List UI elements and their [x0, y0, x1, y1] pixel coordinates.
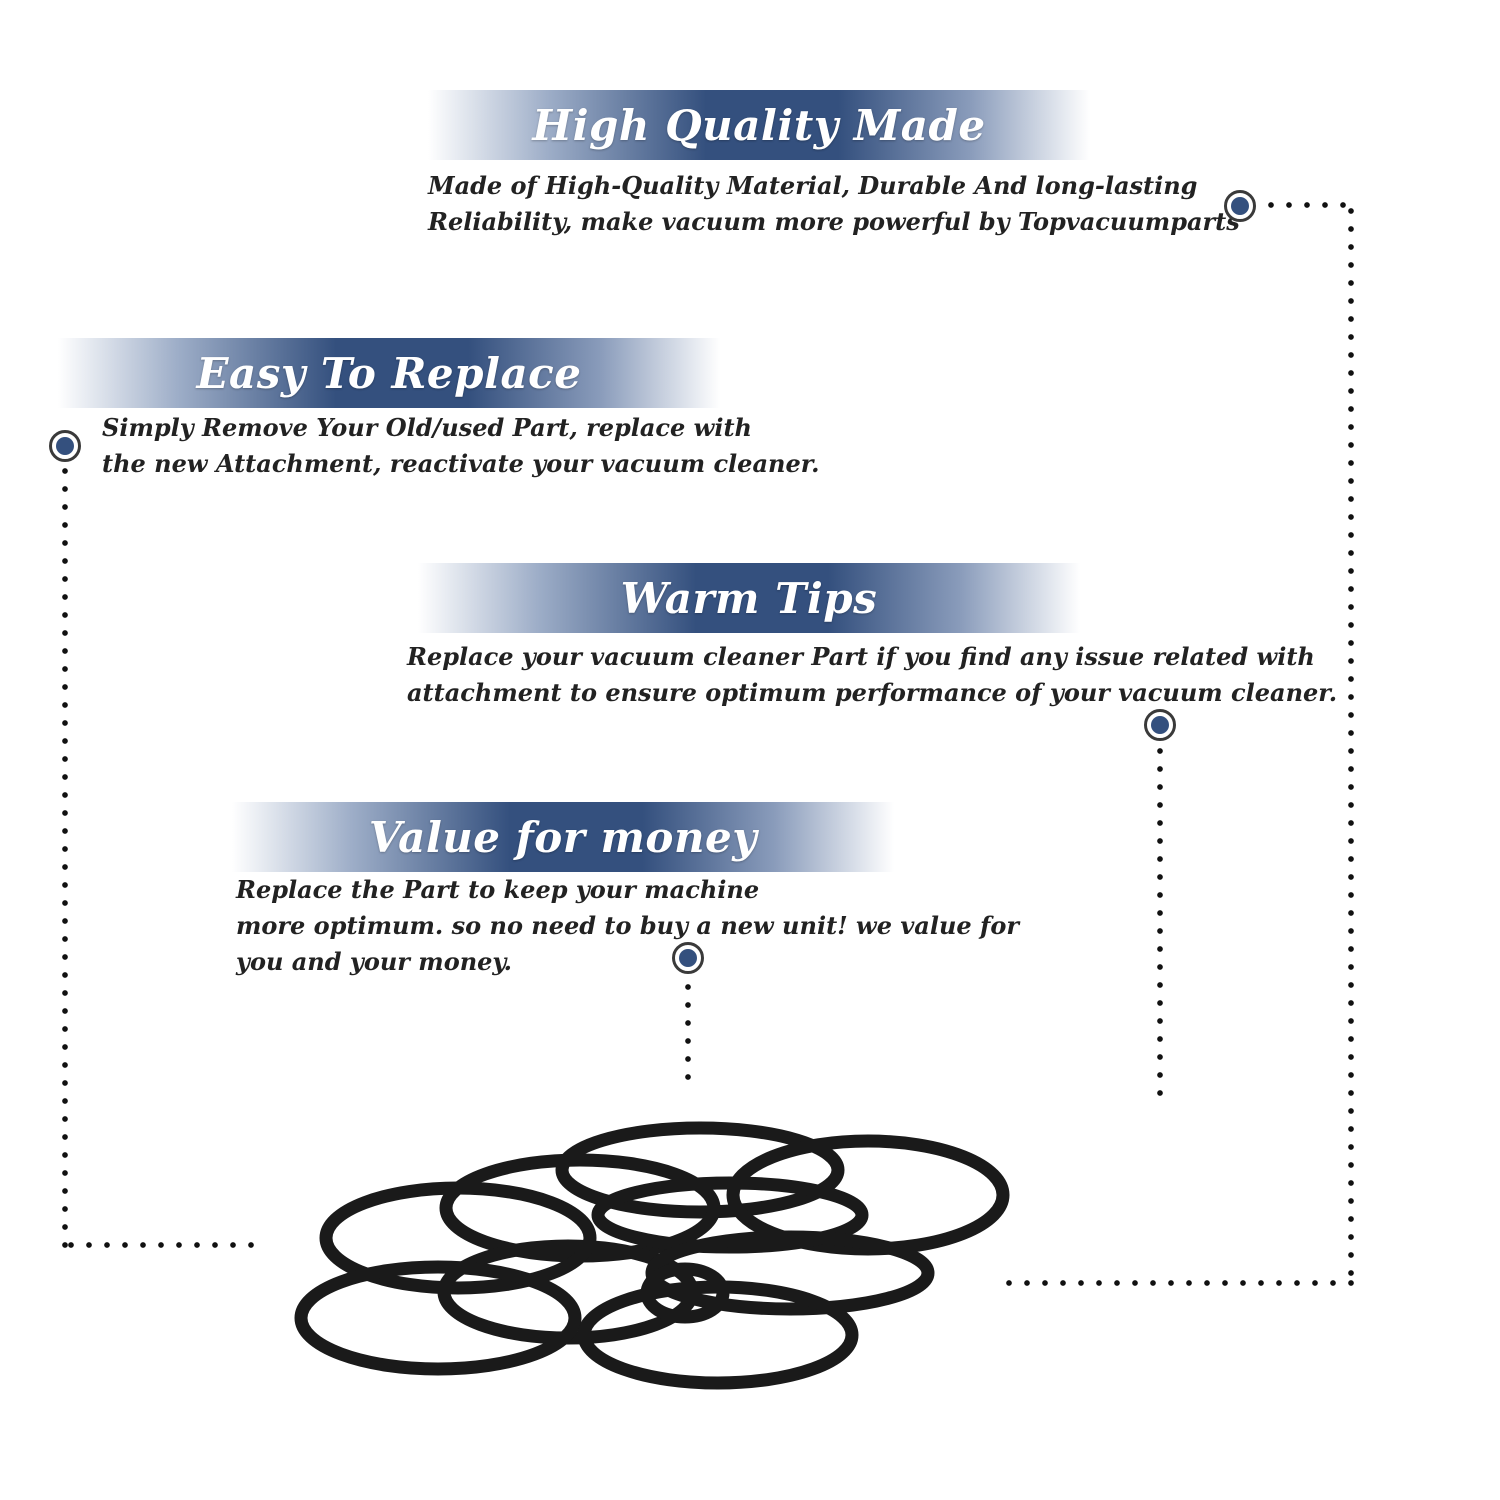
section-title: High Quality Made: [532, 100, 986, 150]
section-title: Warm Tips: [620, 573, 878, 623]
dotted-connector-top-right: [1262, 202, 1354, 208]
description-high-quality-made: Made of High-Quality Material, Durable A…: [428, 171, 1240, 236]
description-easy-to-replace: Simply Remove Your Old/used Part, replac…: [102, 413, 820, 478]
o-ring: [319, 1181, 597, 1295]
marker-icon-high-quality: [1224, 190, 1256, 222]
marker-icon-easy-replace: [49, 430, 81, 462]
section-title: Value for money: [368, 812, 758, 862]
o-ring: [294, 1260, 582, 1376]
marker-icon-value-money: [672, 942, 704, 974]
dotted-connector-bottom-left: [62, 1242, 264, 1248]
banner-easy-to-replace: Easy To Replace: [58, 338, 720, 408]
dotted-connector-bottom-right: [1000, 1280, 1354, 1286]
section-title: Easy To Replace: [196, 348, 582, 398]
dotted-connector-value-money: [685, 978, 691, 1090]
banner-value-for-money: Value for money: [232, 802, 894, 872]
description-warm-tips: Replace your vacuum cleaner Part if you …: [407, 642, 1338, 707]
dotted-connector-left: [62, 462, 68, 1248]
banner-warm-tips: Warm Tips: [418, 563, 1080, 633]
dotted-connector-warm-tips: [1157, 742, 1163, 1104]
description-value-for-money: Replace the Part to keep your machine mo…: [236, 875, 1019, 976]
banner-high-quality-made: High Quality Made: [428, 90, 1090, 160]
o-ring: [555, 1121, 845, 1219]
o-ring: [640, 1262, 730, 1324]
marker-icon-warm-tips: [1144, 709, 1176, 741]
dotted-connector-right: [1348, 202, 1354, 1288]
